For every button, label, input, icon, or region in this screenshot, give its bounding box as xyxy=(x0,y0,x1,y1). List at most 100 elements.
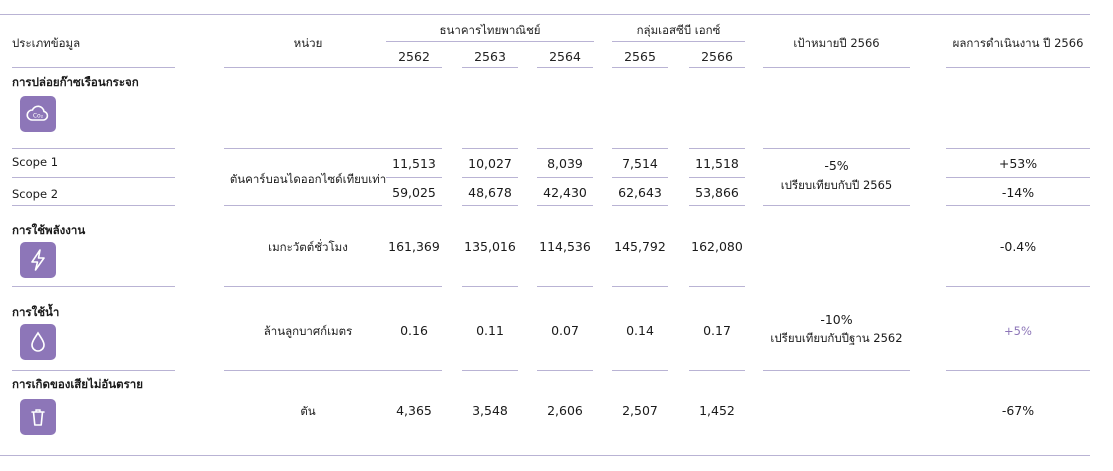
water-drop-icon xyxy=(20,324,56,360)
energy-end-y2 xyxy=(462,286,518,287)
header-year-2562: 2562 xyxy=(398,49,430,64)
energy-2563: 135,016 xyxy=(464,239,516,254)
water-end-y3 xyxy=(537,370,593,371)
ghg-end-target xyxy=(763,205,910,206)
energy-2562: 161,369 xyxy=(388,239,440,254)
waste-2564: 2,606 xyxy=(547,403,583,418)
hdr-line-y1 xyxy=(386,67,442,68)
hdr-line-y4 xyxy=(612,67,668,68)
scbx-group-underline xyxy=(612,41,745,42)
ghg-line-y4 xyxy=(612,148,668,149)
energy-2565: 145,792 xyxy=(614,239,666,254)
bank-group-underline xyxy=(386,41,594,42)
header-category: ประเภทข้อมูล xyxy=(12,36,81,50)
ghg-line-y1 xyxy=(386,148,442,149)
hdr-line-result xyxy=(946,67,1090,68)
hdr-line-unit xyxy=(224,67,392,68)
scope-divider-category xyxy=(12,177,175,178)
water-result: +5% xyxy=(1004,324,1032,338)
bottom-border xyxy=(0,455,1090,456)
scope-divider-y5 xyxy=(689,177,745,178)
header-target: เป้าหมายปี 2566 xyxy=(793,36,880,50)
waste-2562: 4,365 xyxy=(396,403,432,418)
scope2-2563: 48,678 xyxy=(468,185,512,200)
scope1-2566: 11,518 xyxy=(695,156,739,171)
scope-divider-y2 xyxy=(462,177,518,178)
energy-end-y1 xyxy=(386,286,442,287)
waste-result: -67% xyxy=(1001,403,1035,418)
header-year-2563: 2563 xyxy=(474,49,506,64)
scope2-label: Scope 2 xyxy=(12,187,59,201)
hdr-line-y3 xyxy=(537,67,593,68)
energy-title: การใช้พลังงาน xyxy=(12,223,86,237)
water-drop-glyph xyxy=(31,331,45,352)
scope2-result: -14% xyxy=(1001,185,1035,200)
water-unit: ล้านลูกบาศก์เมตร xyxy=(263,324,353,338)
header-year-2564: 2564 xyxy=(549,49,581,64)
waste-2566: 1,452 xyxy=(699,403,735,418)
lightning-icon xyxy=(20,242,56,278)
ghg-end-result xyxy=(946,205,1090,206)
ghg-target-note: เปรียบเทียบกับปี 2565 xyxy=(780,178,893,192)
ghg-end-category xyxy=(12,205,175,206)
cloud-co2-icon: Co₂ xyxy=(20,96,56,132)
header-bank-group: ธนาคารไทยพาณิชย์ xyxy=(439,23,541,37)
ghg-end-unit xyxy=(224,205,392,206)
ghg-line-unit xyxy=(224,148,392,149)
waste-title: การเกิดของเสียไม่อันตราย xyxy=(12,377,144,391)
scope2-2565: 62,643 xyxy=(618,185,662,200)
cloud-co2-glyph: Co₂ xyxy=(26,105,49,121)
energy-end-category xyxy=(12,286,175,287)
energy-2566: 162,080 xyxy=(691,239,743,254)
water-2564: 0.07 xyxy=(551,323,579,338)
energy-end-unit xyxy=(224,286,392,287)
hdr-line-y2 xyxy=(462,67,518,68)
ghg-end-y5 xyxy=(689,205,745,206)
scope1-label: Scope 1 xyxy=(12,155,59,169)
waste-2563: 3,548 xyxy=(472,403,508,418)
water-2563: 0.11 xyxy=(476,323,504,338)
water-2562: 0.16 xyxy=(400,323,428,338)
scope2-2562: 59,025 xyxy=(392,185,436,200)
co2-text: Co₂ xyxy=(33,113,44,120)
scope2-2566: 53,866 xyxy=(695,185,739,200)
scope-divider-y1 xyxy=(386,177,442,178)
hdr-line-target xyxy=(763,67,910,68)
ghg-line-category xyxy=(12,148,175,149)
scope2-2564: 42,430 xyxy=(543,185,587,200)
ghg-line-result xyxy=(946,148,1090,149)
water-2566: 0.17 xyxy=(703,323,731,338)
hdr-line-category xyxy=(12,67,175,68)
ghg-end-y1 xyxy=(386,205,442,206)
ghg-line-y5 xyxy=(689,148,745,149)
scope1-result: +53% xyxy=(998,156,1038,171)
ghg-end-y2 xyxy=(462,205,518,206)
energy-end-result xyxy=(946,286,1090,287)
water-end-y2 xyxy=(462,370,518,371)
water-end-y5 xyxy=(689,370,745,371)
water-end-y4 xyxy=(612,370,668,371)
waste-unit: ตัน xyxy=(300,404,316,418)
energy-2564: 114,536 xyxy=(539,239,591,254)
scope1-2564: 8,039 xyxy=(547,156,583,171)
energy-end-y3 xyxy=(537,286,593,287)
energy-end-y4 xyxy=(612,286,668,287)
water-end-y1 xyxy=(386,370,442,371)
ghg-line-y2 xyxy=(462,148,518,149)
scope-divider-result xyxy=(946,177,1090,178)
water-title: การใช้น้ำ xyxy=(12,305,60,319)
header-year-2565: 2565 xyxy=(624,49,656,64)
scope1-2562: 11,513 xyxy=(392,156,436,171)
water-end-result xyxy=(946,370,1090,371)
trash-bin-glyph xyxy=(31,409,45,426)
energy-unit: เมกะวัตต์ชั่วโมง xyxy=(268,240,348,254)
lightning-glyph xyxy=(31,249,45,271)
scope1-2565: 7,514 xyxy=(622,156,658,171)
water-end-unit xyxy=(224,370,392,371)
ghg-unit: ตันคาร์บอนไดออกไซด์เทียบเท่า xyxy=(229,172,387,186)
water-target: -10% xyxy=(820,312,853,327)
ghg-end-y3 xyxy=(537,205,593,206)
header-unit: หน่วย xyxy=(293,36,323,50)
scope-divider-y3 xyxy=(537,177,593,178)
energy-end-y5 xyxy=(689,286,745,287)
